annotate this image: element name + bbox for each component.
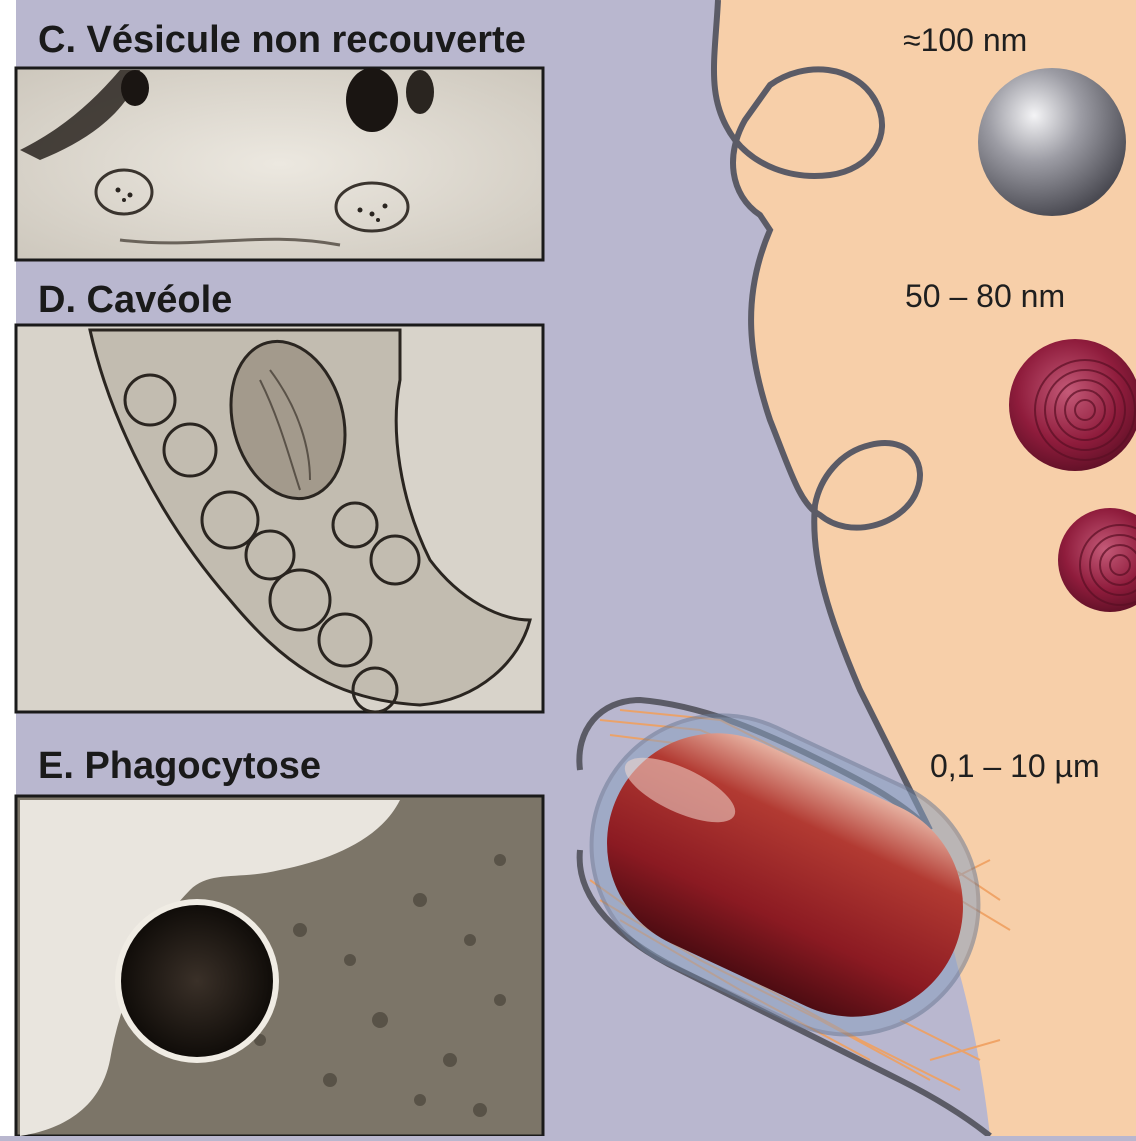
uncoated-vesicle bbox=[978, 68, 1126, 216]
vesicle-micrograph bbox=[16, 68, 543, 260]
size-label-phagocytosis: 0,1 – 10 µm bbox=[930, 748, 1100, 785]
section-title-phagocytosis: E. Phagocytose bbox=[38, 745, 321, 788]
size-label-caveola: 50 – 80 nm bbox=[905, 278, 1065, 315]
section-title-caveola: D. Cavéole bbox=[38, 279, 232, 322]
caveola-1 bbox=[1009, 339, 1136, 471]
section-title-vesicle: C. Vésicule non recouverte bbox=[38, 19, 526, 62]
size-label-vesicle: ≈100 nm bbox=[903, 22, 1027, 59]
caveola-micrograph bbox=[16, 325, 543, 712]
phagocytosis-micrograph bbox=[16, 796, 543, 1136]
